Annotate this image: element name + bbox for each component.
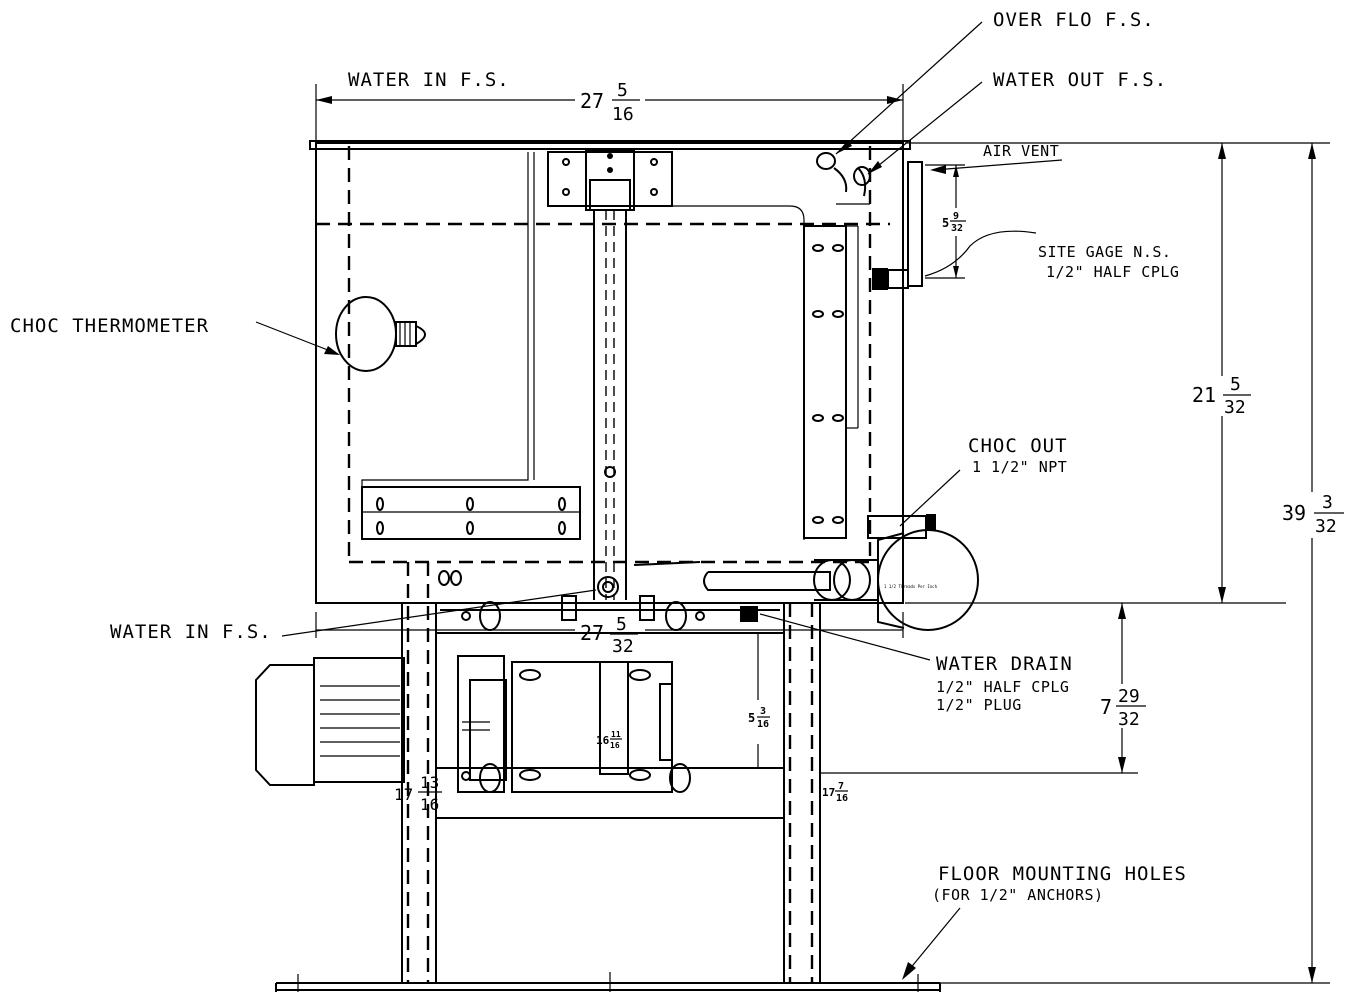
bolt-slots-right — [812, 244, 844, 524]
top-fittings — [816, 152, 871, 205]
svg-text:39: 39 — [1282, 501, 1306, 525]
svg-text:5: 5 — [748, 711, 755, 725]
svg-text:32: 32 — [1224, 397, 1246, 418]
label-choc-out: CHOC OUT — [968, 435, 1068, 457]
svg-text:32: 32 — [951, 223, 963, 234]
motor-assembly — [255, 655, 784, 793]
pump-assembly: 1 1/2 Threads Per Inch — [703, 514, 979, 631]
dim-inner-width: 27 5 32 — [580, 614, 638, 657]
svg-text:7: 7 — [838, 781, 844, 792]
dim-shaft: 16 11 16 — [596, 730, 622, 750]
svg-text:29: 29 — [1118, 686, 1140, 707]
dim-pump-offset: 5 3 16 — [748, 706, 770, 730]
svg-text:32: 32 — [1118, 709, 1140, 730]
dim-top-width: 27 5 16 — [580, 80, 640, 125]
base-frame — [275, 562, 941, 992]
label-choc-out-npt: 1 1/2" NPT — [972, 458, 1067, 476]
dim-leg-right: 17 7 16 — [822, 781, 848, 804]
thermometer — [335, 296, 426, 372]
svg-text:9: 9 — [953, 211, 959, 222]
label-floor-mounting: FLOOR MOUNTING HOLES — [938, 863, 1187, 885]
svg-text:16: 16 — [836, 793, 848, 804]
svg-text:32: 32 — [1315, 516, 1337, 537]
svg-text:5: 5 — [617, 80, 628, 101]
center-bracket — [547, 149, 701, 600]
bolt-slots-left — [376, 497, 566, 535]
label-water-drain-plug: 1/2" PLUG — [936, 696, 1022, 714]
label-choc-thermometer: CHOC THERMOMETER — [10, 315, 209, 337]
svg-text:5: 5 — [616, 614, 627, 635]
svg-text:27: 27 — [580, 89, 604, 113]
svg-text:27: 27 — [580, 621, 604, 645]
svg-text:17: 17 — [822, 786, 835, 799]
svg-text:16: 16 — [612, 104, 634, 125]
dim-leg-left: 17 13 16 — [394, 773, 442, 814]
leader-lines — [255, 21, 1063, 980]
label-water-in-top: WATER IN F.S. — [348, 69, 510, 91]
dimension-text: 27 5 16 21 5 32 39 3 32 7 29 32 5 — [394, 80, 1344, 814]
svg-text:3: 3 — [1322, 492, 1333, 513]
svg-text:21: 21 — [1192, 383, 1216, 407]
pump-note: 1 1/2 Threads Per Inch — [884, 584, 938, 589]
svg-text:5: 5 — [942, 216, 949, 230]
site-gage — [872, 161, 923, 290]
svg-text:3: 3 — [760, 706, 766, 717]
label-site-gage-cplg: 1/2" HALF CPLG — [1046, 263, 1179, 281]
svg-text:16: 16 — [596, 734, 610, 747]
label-water-drain: WATER DRAIN — [936, 653, 1073, 675]
svg-text:32: 32 — [612, 636, 634, 657]
dim-tank-height: 21 5 32 — [1192, 374, 1251, 418]
label-air-vent: AIR VENT — [983, 142, 1059, 160]
svg-text:11: 11 — [611, 730, 621, 739]
label-floor-anchors: (FOR 1/2" ANCHORS) — [932, 886, 1104, 904]
svg-text:16: 16 — [610, 741, 620, 750]
dim-overall-height: 39 3 32 — [1282, 492, 1344, 537]
svg-text:16: 16 — [757, 719, 769, 730]
labels: WATER IN F.S. OVER FLO F.S. WATER OUT F.… — [10, 9, 1187, 904]
label-over-flo: OVER FLO F.S. — [993, 9, 1155, 31]
label-site-gage: SITE GAGE N.S. — [1038, 243, 1171, 261]
dimension-lines — [315, 84, 1330, 984]
svg-text:16: 16 — [420, 795, 439, 814]
dim-base-height: 7 29 32 — [1100, 686, 1146, 730]
label-water-drain-cplg: 1/2" HALF CPLG — [936, 678, 1069, 696]
svg-text:17: 17 — [394, 785, 413, 804]
label-water-in-bottom: WATER IN F.S. — [110, 621, 272, 643]
svg-text:13: 13 — [420, 773, 439, 792]
svg-text:5: 5 — [1230, 374, 1241, 395]
dim-gage-offset: 5 9 32 — [942, 211, 966, 234]
svg-text:7: 7 — [1100, 695, 1112, 719]
label-water-out: WATER OUT F.S. — [993, 69, 1167, 91]
